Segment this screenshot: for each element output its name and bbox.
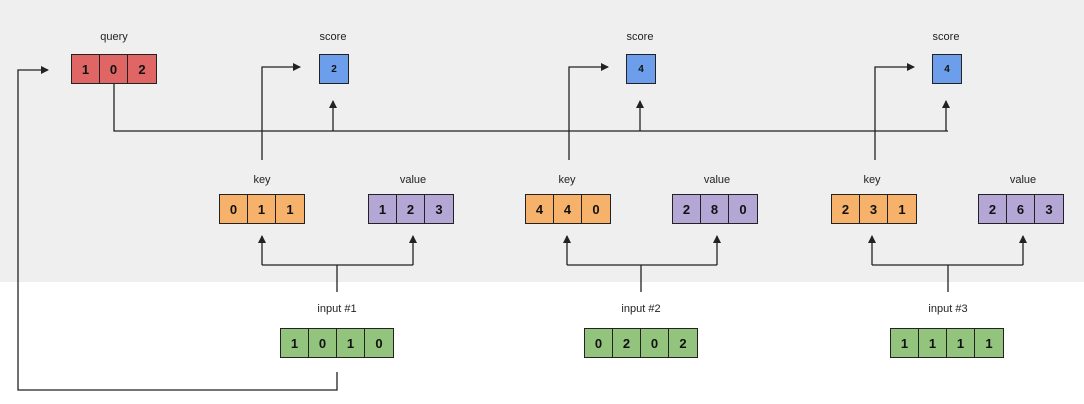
- score-value: 4: [933, 55, 961, 83]
- input-vector-cell: 1: [947, 329, 975, 357]
- input-vector-cell: 0: [585, 329, 613, 357]
- score-box: 2: [319, 54, 349, 84]
- key-vector-cell: 4: [526, 195, 554, 223]
- query-vector-cell: 1: [72, 55, 100, 83]
- query-vector-cell: 0: [100, 55, 128, 83]
- value-label: value: [703, 174, 731, 186]
- value-vector-cell: 8: [701, 195, 729, 223]
- input-label: input #2: [621, 303, 661, 315]
- key-label: key: [863, 174, 881, 186]
- arrow-key2-to-score-2: [568, 63, 609, 160]
- input-vector-cell: 1: [281, 329, 309, 357]
- value-vector-cell: 6: [1007, 195, 1035, 223]
- key-vector-cell: 0: [582, 195, 610, 223]
- input-vector-cell: 2: [613, 329, 641, 357]
- value-label: value: [399, 174, 427, 186]
- input-vector-cell: 1: [337, 329, 365, 357]
- arrow-input2-to-key-value: [567, 264, 717, 292]
- input-vector-cell: 1: [891, 329, 919, 357]
- input-vector-cell: 0: [641, 329, 669, 357]
- value-vector-cell: 2: [397, 195, 425, 223]
- key-label: key: [558, 174, 576, 186]
- value-vector-cell: 3: [425, 195, 453, 223]
- diagram-background-band: [0, 0, 1084, 282]
- query-vector-cell: 2: [128, 55, 156, 83]
- value-vector-cell: 2: [979, 195, 1007, 223]
- arrow-input1-to-key-value: [262, 264, 413, 292]
- arrow-input1-to-query: [17, 66, 338, 391]
- score-label: score: [932, 31, 960, 43]
- key-vector-cell: 1: [248, 195, 276, 223]
- arrow-input3-to-key-value: [872, 264, 1023, 292]
- arrow-key3-to-score-3: [874, 63, 915, 160]
- key-vector-cell: 1: [888, 195, 916, 223]
- arrow-key1-to-score-1: [261, 63, 301, 160]
- input-label: input #1: [317, 303, 357, 315]
- score-box: 4: [932, 54, 962, 84]
- input-label: input #3: [928, 303, 968, 315]
- key-vector-cell: 4: [554, 195, 582, 223]
- value-vector-cell: 3: [1035, 195, 1063, 223]
- input-vector-cell: 0: [309, 329, 337, 357]
- score-value: 4: [627, 55, 655, 83]
- input-vector-cell: 1: [975, 329, 1003, 357]
- value-vector-cell: 1: [369, 195, 397, 223]
- score-value: 2: [320, 55, 348, 83]
- query-bus-line: [113, 84, 948, 132]
- score-label: score: [319, 31, 347, 43]
- input-vector-cell: 1: [919, 329, 947, 357]
- score-box: 4: [626, 54, 656, 84]
- key-vector-cell: 2: [832, 195, 860, 223]
- key-label: key: [253, 174, 271, 186]
- key-vector-cell: 3: [860, 195, 888, 223]
- query-label: query: [100, 31, 128, 43]
- value-label: value: [1009, 174, 1037, 186]
- input-vector-cell: 2: [669, 329, 697, 357]
- score-label: score: [626, 31, 654, 43]
- key-vector-cell: 0: [220, 195, 248, 223]
- key-vector-cell: 1: [276, 195, 304, 223]
- value-vector-cell: 2: [673, 195, 701, 223]
- value-vector-cell: 0: [729, 195, 757, 223]
- input-vector-cell: 0: [365, 329, 393, 357]
